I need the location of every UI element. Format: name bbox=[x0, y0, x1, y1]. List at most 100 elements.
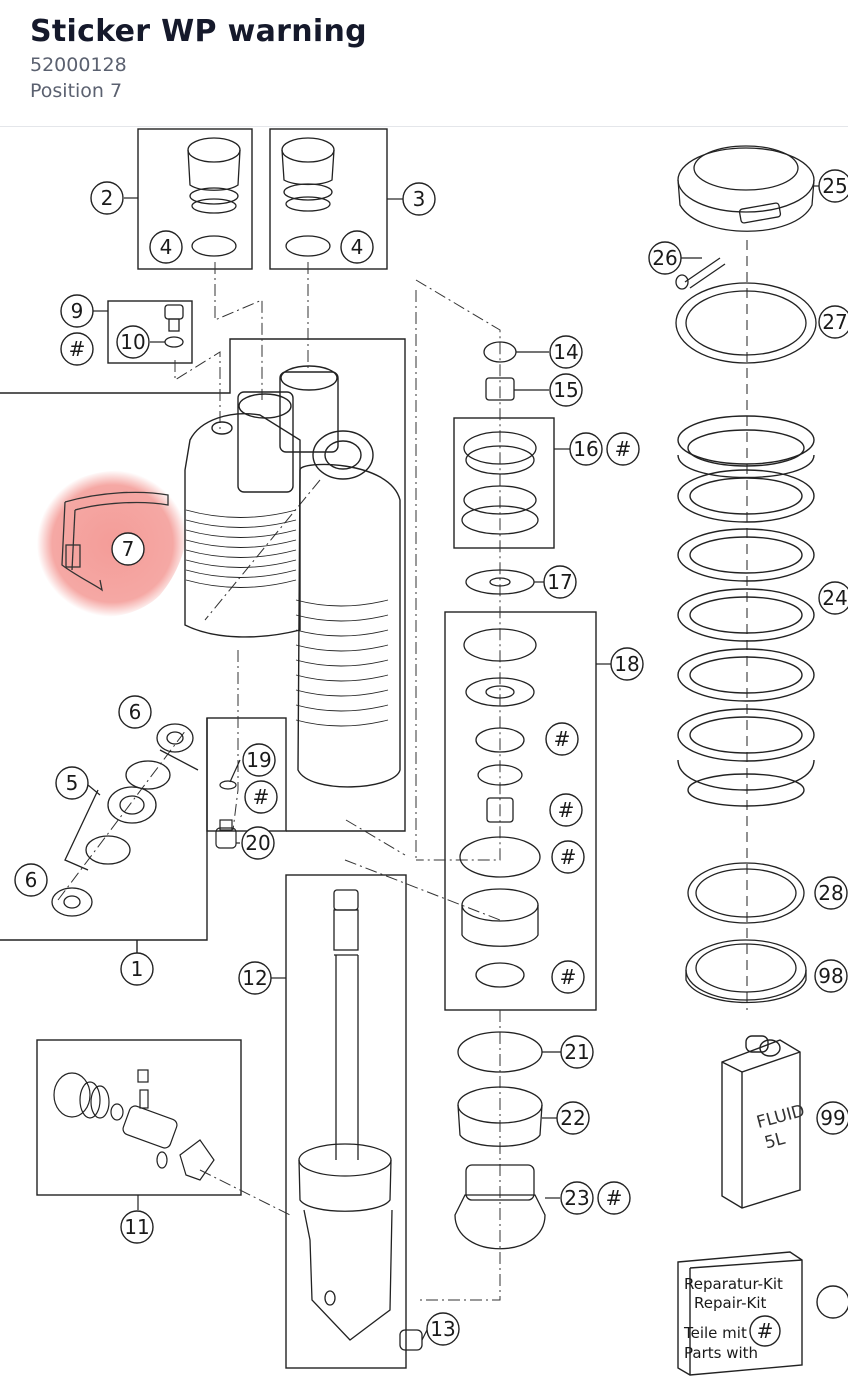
top-cap-3 bbox=[281, 137, 335, 257]
callout-circle-hash-h bbox=[597, 1181, 631, 1215]
callout-7: 7 bbox=[122, 537, 135, 561]
spring bbox=[677, 415, 815, 807]
callout-circle-hash-b bbox=[244, 780, 278, 814]
group-box-11 bbox=[285, 874, 407, 1369]
shock-body bbox=[184, 365, 401, 788]
part-number: 52000128 bbox=[30, 54, 127, 76]
callout-22: 20 bbox=[245, 831, 270, 855]
callout-hash-d: # bbox=[554, 727, 571, 751]
callout-circle-19 bbox=[556, 1101, 590, 1135]
callout-27: 28 bbox=[818, 881, 843, 905]
callout-circle-5 bbox=[55, 766, 89, 800]
fluid-label-1: FLUID bbox=[755, 1101, 807, 1133]
callout-25: 26 bbox=[652, 246, 677, 270]
callout-12: 13 bbox=[430, 1317, 455, 1341]
callout-circle-22 bbox=[241, 826, 275, 860]
group-box-17 bbox=[444, 611, 597, 1011]
callout-28: 98 bbox=[818, 964, 843, 988]
callout-circle-26 bbox=[818, 305, 848, 339]
callout-circle-6a bbox=[118, 695, 152, 729]
group-box-21 bbox=[206, 717, 287, 832]
callout-circle-16 bbox=[543, 565, 577, 599]
callout-hash-f: # bbox=[560, 845, 577, 869]
callout-circle-10 bbox=[120, 1210, 154, 1244]
callout-20: 23 bbox=[564, 1186, 589, 1210]
callout-1: 1 bbox=[131, 957, 144, 981]
callout-6b: 6 bbox=[25, 868, 38, 892]
callout-circle-17 bbox=[610, 647, 644, 681]
callout-circle-hash-e bbox=[549, 793, 583, 827]
callout-hash-h: # bbox=[606, 1186, 623, 1210]
callout-18: 21 bbox=[564, 1040, 589, 1064]
top-cap-2 bbox=[187, 137, 241, 257]
callout-circle-27 bbox=[814, 876, 848, 910]
group-box-2 bbox=[137, 128, 253, 270]
fluid-label-2: 5L bbox=[762, 1129, 787, 1154]
callout-23: 24 bbox=[822, 586, 847, 610]
callout-circle-21 bbox=[242, 743, 276, 777]
callout-circle-25 bbox=[648, 241, 682, 275]
callout-circle-14 bbox=[549, 373, 583, 407]
part-header: Sticker WP warning 52000128 Position 7 bbox=[0, 0, 848, 127]
callout-circle-11 bbox=[238, 961, 272, 995]
callout-circle-15 bbox=[569, 432, 603, 466]
callout-circle-24 bbox=[818, 169, 848, 203]
callout-4b: 4 bbox=[351, 235, 364, 259]
callout-circle-13 bbox=[549, 335, 583, 369]
kit-line-2: Repair-Kit bbox=[694, 1294, 766, 1312]
callout-circle-20 bbox=[560, 1181, 594, 1215]
callout-circle-hash-f bbox=[551, 840, 585, 874]
callout-26: 27 bbox=[822, 310, 847, 334]
callout-2: 2 bbox=[101, 186, 114, 210]
part-title: Sticker WP warning bbox=[30, 14, 367, 49]
kit-line-3: Teile mit bbox=[683, 1324, 747, 1342]
group-box-10 bbox=[36, 1039, 242, 1196]
callout-8: 9 bbox=[71, 299, 84, 323]
sticker-part bbox=[61, 491, 169, 592]
part-position: Position 7 bbox=[30, 80, 123, 102]
callout-circle-99 bbox=[816, 1285, 848, 1319]
callout-21: 19 bbox=[246, 748, 271, 772]
callout-circle-4a bbox=[149, 230, 183, 264]
callout-circle-28 bbox=[814, 959, 848, 993]
exploded-parts-diagram: FLUID 5L Reparatur-Kit Repair-Kit Teile … bbox=[0, 128, 848, 1376]
callout-9: 10 bbox=[120, 330, 145, 354]
valve-stack bbox=[454, 341, 546, 1250]
callout-circle-7 bbox=[111, 532, 145, 566]
callout-hash-a: # bbox=[69, 337, 86, 361]
callout-hash-kit: # bbox=[757, 1319, 774, 1343]
callout-3: 3 bbox=[413, 187, 426, 211]
group-outline-1 bbox=[0, 338, 406, 832]
kit-line-1: Reparatur-Kit bbox=[684, 1275, 783, 1293]
callout-hash-c: # bbox=[615, 437, 632, 461]
callout-11: 12 bbox=[242, 966, 267, 990]
callout-hash-g: # bbox=[560, 965, 577, 989]
callout-19: 22 bbox=[560, 1106, 585, 1130]
callout-6a: 6 bbox=[129, 700, 142, 724]
callout-circle-8 bbox=[60, 294, 94, 328]
callout-circle-2 bbox=[90, 181, 124, 215]
callout-circle-98 bbox=[816, 1101, 848, 1135]
callout-98: 99 bbox=[820, 1106, 845, 1130]
callout-24: 25 bbox=[822, 174, 847, 198]
callout-circle-hash-g bbox=[551, 960, 585, 994]
piston-rod bbox=[298, 889, 423, 1351]
group-box-15 bbox=[453, 417, 555, 549]
callout-16: 17 bbox=[547, 570, 572, 594]
callout-hash-e: # bbox=[558, 798, 575, 822]
kit-line-4: Parts with bbox=[684, 1344, 758, 1362]
callout-circle-23 bbox=[818, 581, 848, 615]
callout-13: 14 bbox=[553, 340, 578, 364]
callout-circle-3 bbox=[402, 182, 436, 216]
callout-circle-hash-a bbox=[60, 332, 94, 366]
callout-circle-18 bbox=[560, 1035, 594, 1069]
callout-4a: 4 bbox=[160, 235, 173, 259]
preload-ring bbox=[675, 145, 815, 290]
callout-17: 18 bbox=[614, 652, 639, 676]
repair-kit-box bbox=[677, 1251, 803, 1376]
callout-circle-1 bbox=[120, 952, 154, 986]
callout-circle-12 bbox=[426, 1312, 460, 1346]
callout-15: 16 bbox=[573, 437, 598, 461]
callout-5: 5 bbox=[66, 771, 79, 795]
callout-10: 11 bbox=[124, 1215, 149, 1239]
